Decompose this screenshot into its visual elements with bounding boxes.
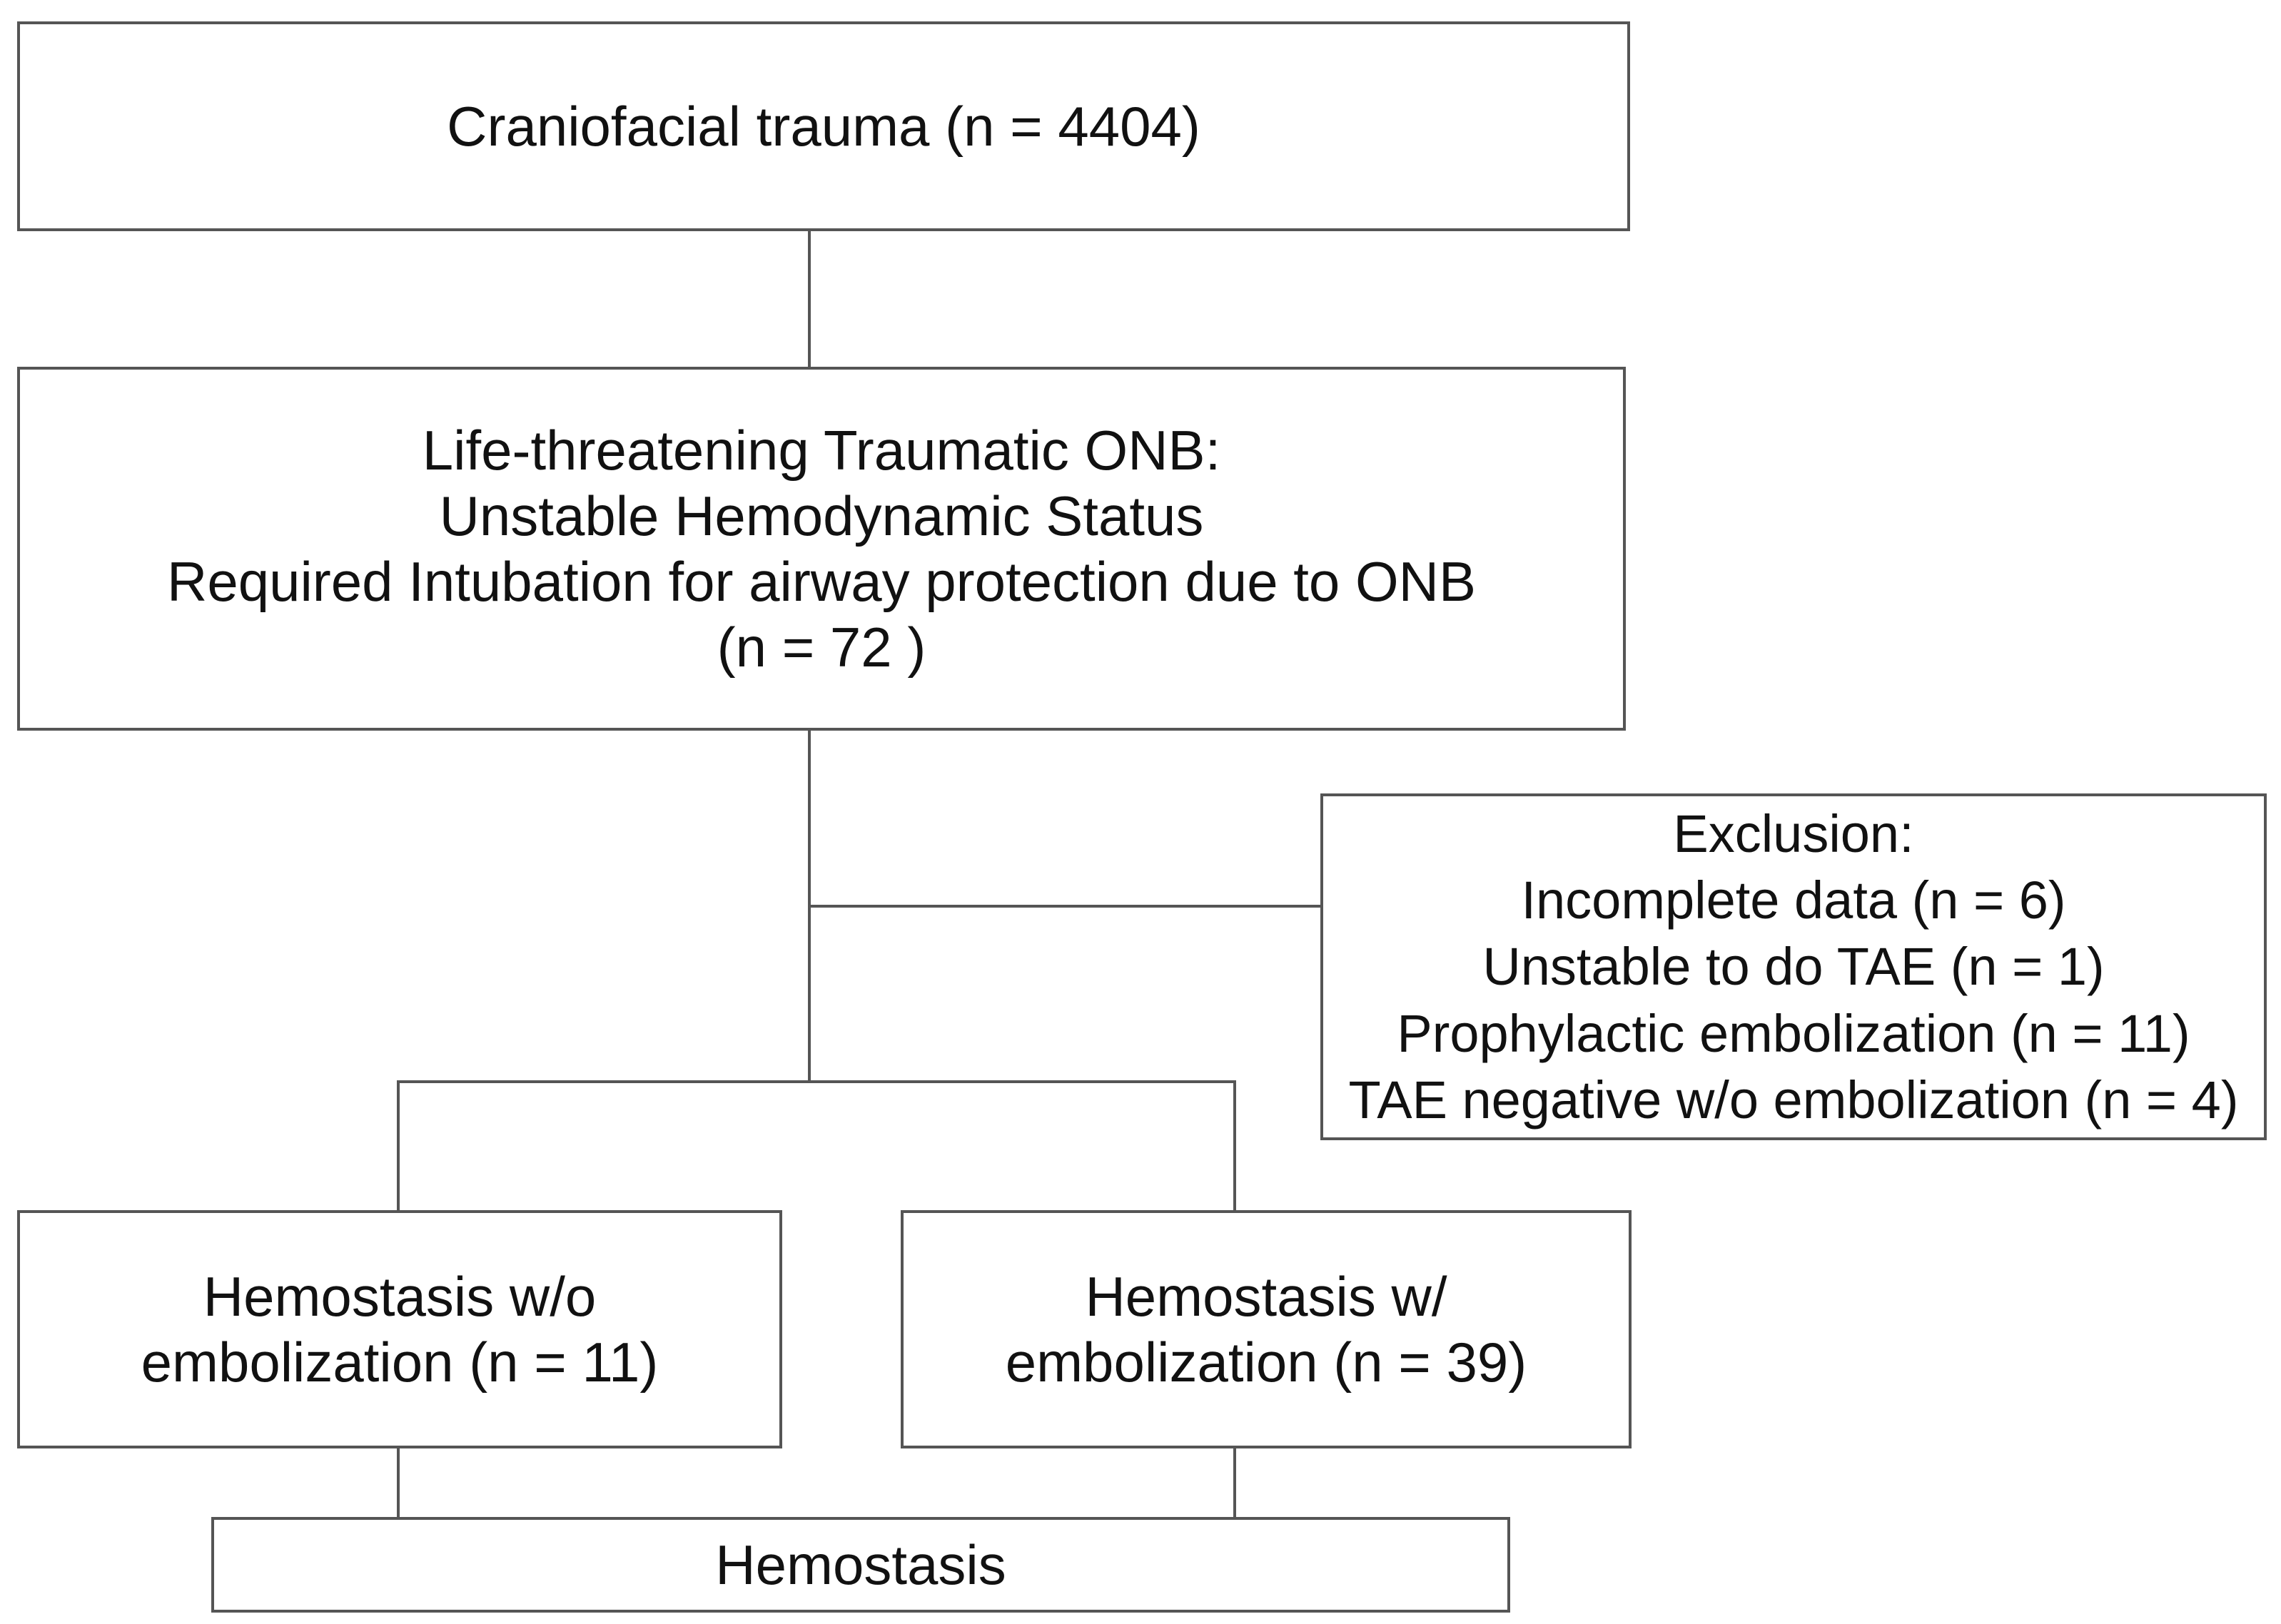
exclusion-title: Exclusion: <box>1673 803 1914 863</box>
exclusion-tae-negative: TAE negative w/o embolization (n = 4) <box>1348 1070 2239 1130</box>
craniofacial-trauma-label: Craniofacial trauma (n = 4404) <box>447 94 1200 158</box>
hemostasis-with-embolization-box: Hemostasis w/ embolization (n = 39) <box>901 1210 1632 1448</box>
onb-title: Life-threatening Traumatic ONB: <box>422 418 1221 482</box>
connector-with-to-hemostasis <box>1233 1448 1236 1517</box>
craniofacial-trauma-box: Craniofacial trauma (n = 4404) <box>17 21 1630 231</box>
without-embolization-line2: embolization (n = 11) <box>141 1331 659 1394</box>
hemostasis-without-embolization-box: Hemostasis w/o embolization (n = 11) <box>17 1210 782 1448</box>
connector-without-to-hemostasis <box>397 1448 400 1517</box>
exclusion-prophylactic: Prophylactic embolization (n = 11) <box>1397 1003 2190 1063</box>
exclusion-unstable-tae: Unstable to do TAE (n = 1) <box>1482 937 2105 997</box>
exclusion-incomplete-data: Incomplete data (n = 6) <box>1521 871 2066 930</box>
connector-to-exclusion <box>808 905 1322 908</box>
without-embolization-line1: Hemostasis w/o <box>203 1264 597 1328</box>
connector-branch-right <box>1233 1080 1236 1210</box>
onb-criterion-hemodynamic: Unstable Hemodynamic Status <box>439 484 1204 547</box>
onb-count: (n = 72 ) <box>717 616 926 679</box>
hemostasis-label: Hemostasis <box>715 1533 1006 1596</box>
connector-trauma-to-onb <box>808 231 811 367</box>
connector-branch-left <box>397 1080 400 1210</box>
hemostasis-box: Hemostasis <box>211 1517 1510 1613</box>
with-embolization-line2: embolization (n = 39) <box>1005 1331 1527 1394</box>
with-embolization-line1: Hemostasis w/ <box>1085 1264 1447 1328</box>
onb-criterion-intubation: Required Intubation for airway protectio… <box>166 550 1477 613</box>
connector-branch <box>397 1080 1236 1083</box>
exclusion-box: Exclusion: Incomplete data (n = 6) Unsta… <box>1320 793 2267 1140</box>
life-threatening-onb-box: Life-threatening Traumatic ONB: Unstable… <box>17 367 1626 731</box>
